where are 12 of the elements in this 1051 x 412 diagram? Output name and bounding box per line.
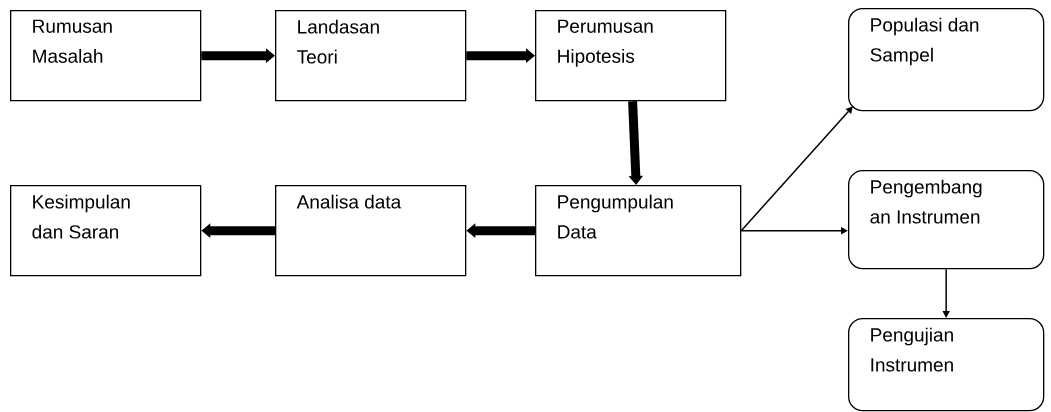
process-box: Kesimpulan dan Saran [10, 185, 202, 277]
arrow [740, 106, 853, 232]
rounded-box: Populasi dan Sampel [848, 8, 1045, 112]
arrow [942, 268, 950, 318]
process-box: Rumusan Masalah [10, 10, 202, 102]
rounded-box: Pengujian Instrumen [848, 318, 1045, 412]
process-box: Pengumpulan Data [535, 185, 742, 277]
process-box: Landasan Teori [275, 10, 467, 102]
rounded-box: Pengembang an Instrumen [848, 170, 1045, 270]
process-box: Analisa data [275, 185, 467, 277]
block-arrow [628, 101, 644, 185]
process-box: Perumusan Hipotesis [535, 10, 727, 102]
